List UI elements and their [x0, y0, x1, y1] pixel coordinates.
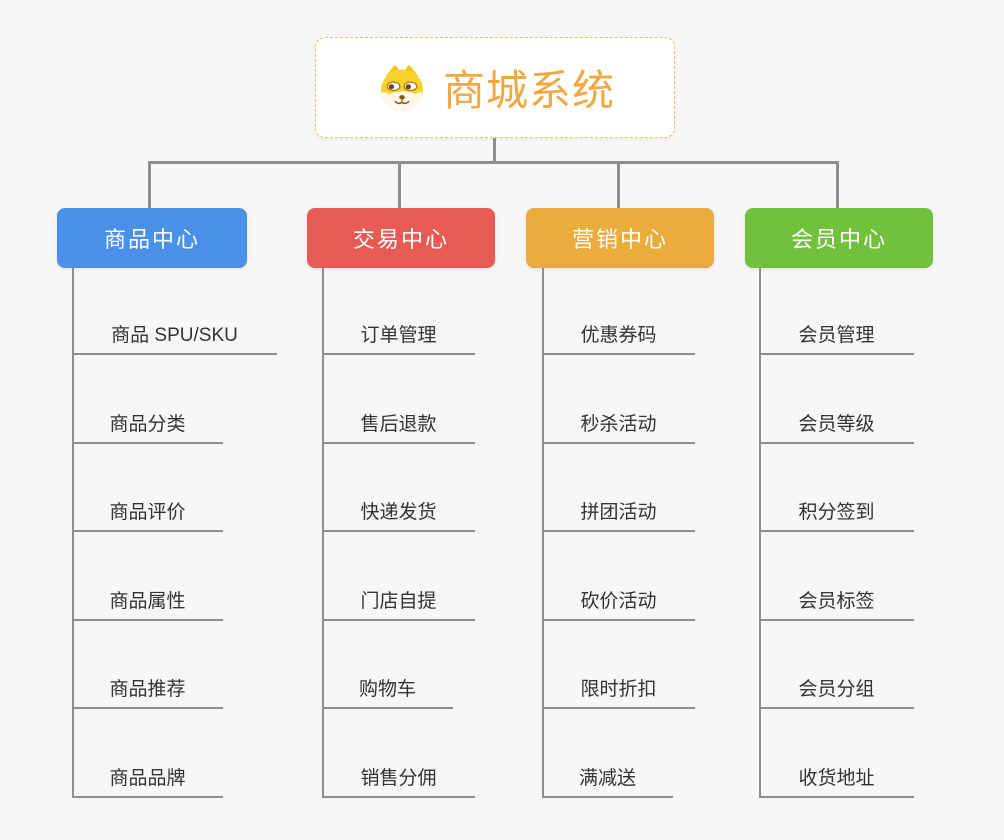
connector-drop-trade — [398, 161, 401, 208]
leaf-node[interactable]: 满减送 — [542, 754, 673, 798]
leaf-node[interactable]: 会员等级 — [759, 400, 914, 444]
leaf-node[interactable]: 购物车 — [322, 665, 453, 709]
leaf-node[interactable]: 收货地址 — [759, 754, 914, 798]
connector-drop-marketing — [617, 161, 620, 208]
leaf-node[interactable]: 限时折扣 — [542, 665, 695, 709]
leaf-node[interactable]: 积分签到 — [759, 488, 914, 532]
root-node[interactable]: 商城系统 — [315, 37, 675, 138]
connector-root-stem — [493, 138, 496, 164]
branch-node-trade[interactable]: 交易中心 — [307, 208, 495, 268]
leaf-node[interactable]: 商品分类 — [72, 400, 223, 444]
branch-spine-member — [759, 268, 761, 798]
leaf-node[interactable]: 销售分佣 — [322, 754, 475, 798]
branch-node-product[interactable]: 商品中心 — [57, 208, 247, 268]
leaf-node[interactable]: 商品评价 — [72, 488, 223, 532]
leaf-node[interactable]: 会员管理 — [759, 311, 914, 355]
connector-drop-member — [836, 161, 839, 208]
branch-node-member[interactable]: 会员中心 — [745, 208, 933, 268]
leaf-node[interactable]: 商品属性 — [72, 577, 223, 621]
branch-spine-trade — [322, 268, 324, 798]
connector-bus — [148, 161, 839, 164]
leaf-node[interactable]: 订单管理 — [322, 311, 475, 355]
leaf-node[interactable]: 会员分组 — [759, 665, 914, 709]
branch-spine-marketing — [542, 268, 544, 798]
leaf-node[interactable]: 秒杀活动 — [542, 400, 695, 444]
leaf-node[interactable]: 售后退款 — [322, 400, 475, 444]
leaf-node[interactable]: 拼团活动 — [542, 488, 695, 532]
leaf-node[interactable]: 商品 SPU/SKU — [72, 311, 277, 355]
leaf-node[interactable]: 会员标签 — [759, 577, 914, 621]
connector-drop-product — [148, 161, 151, 208]
leaf-node[interactable]: 优惠券码 — [542, 311, 695, 355]
leaf-node[interactable]: 门店自提 — [322, 577, 475, 621]
leaf-node[interactable]: 商品推荐 — [72, 665, 223, 709]
branch-node-marketing[interactable]: 营销中心 — [526, 208, 714, 268]
branch-spine-product — [72, 268, 74, 798]
leaf-node[interactable]: 砍价活动 — [542, 577, 695, 621]
root-title: 商城系统 — [442, 67, 615, 114]
doge-face-icon — [380, 64, 424, 112]
leaf-node[interactable]: 快递发货 — [322, 488, 475, 532]
leaf-node[interactable]: 商品品牌 — [72, 754, 223, 798]
